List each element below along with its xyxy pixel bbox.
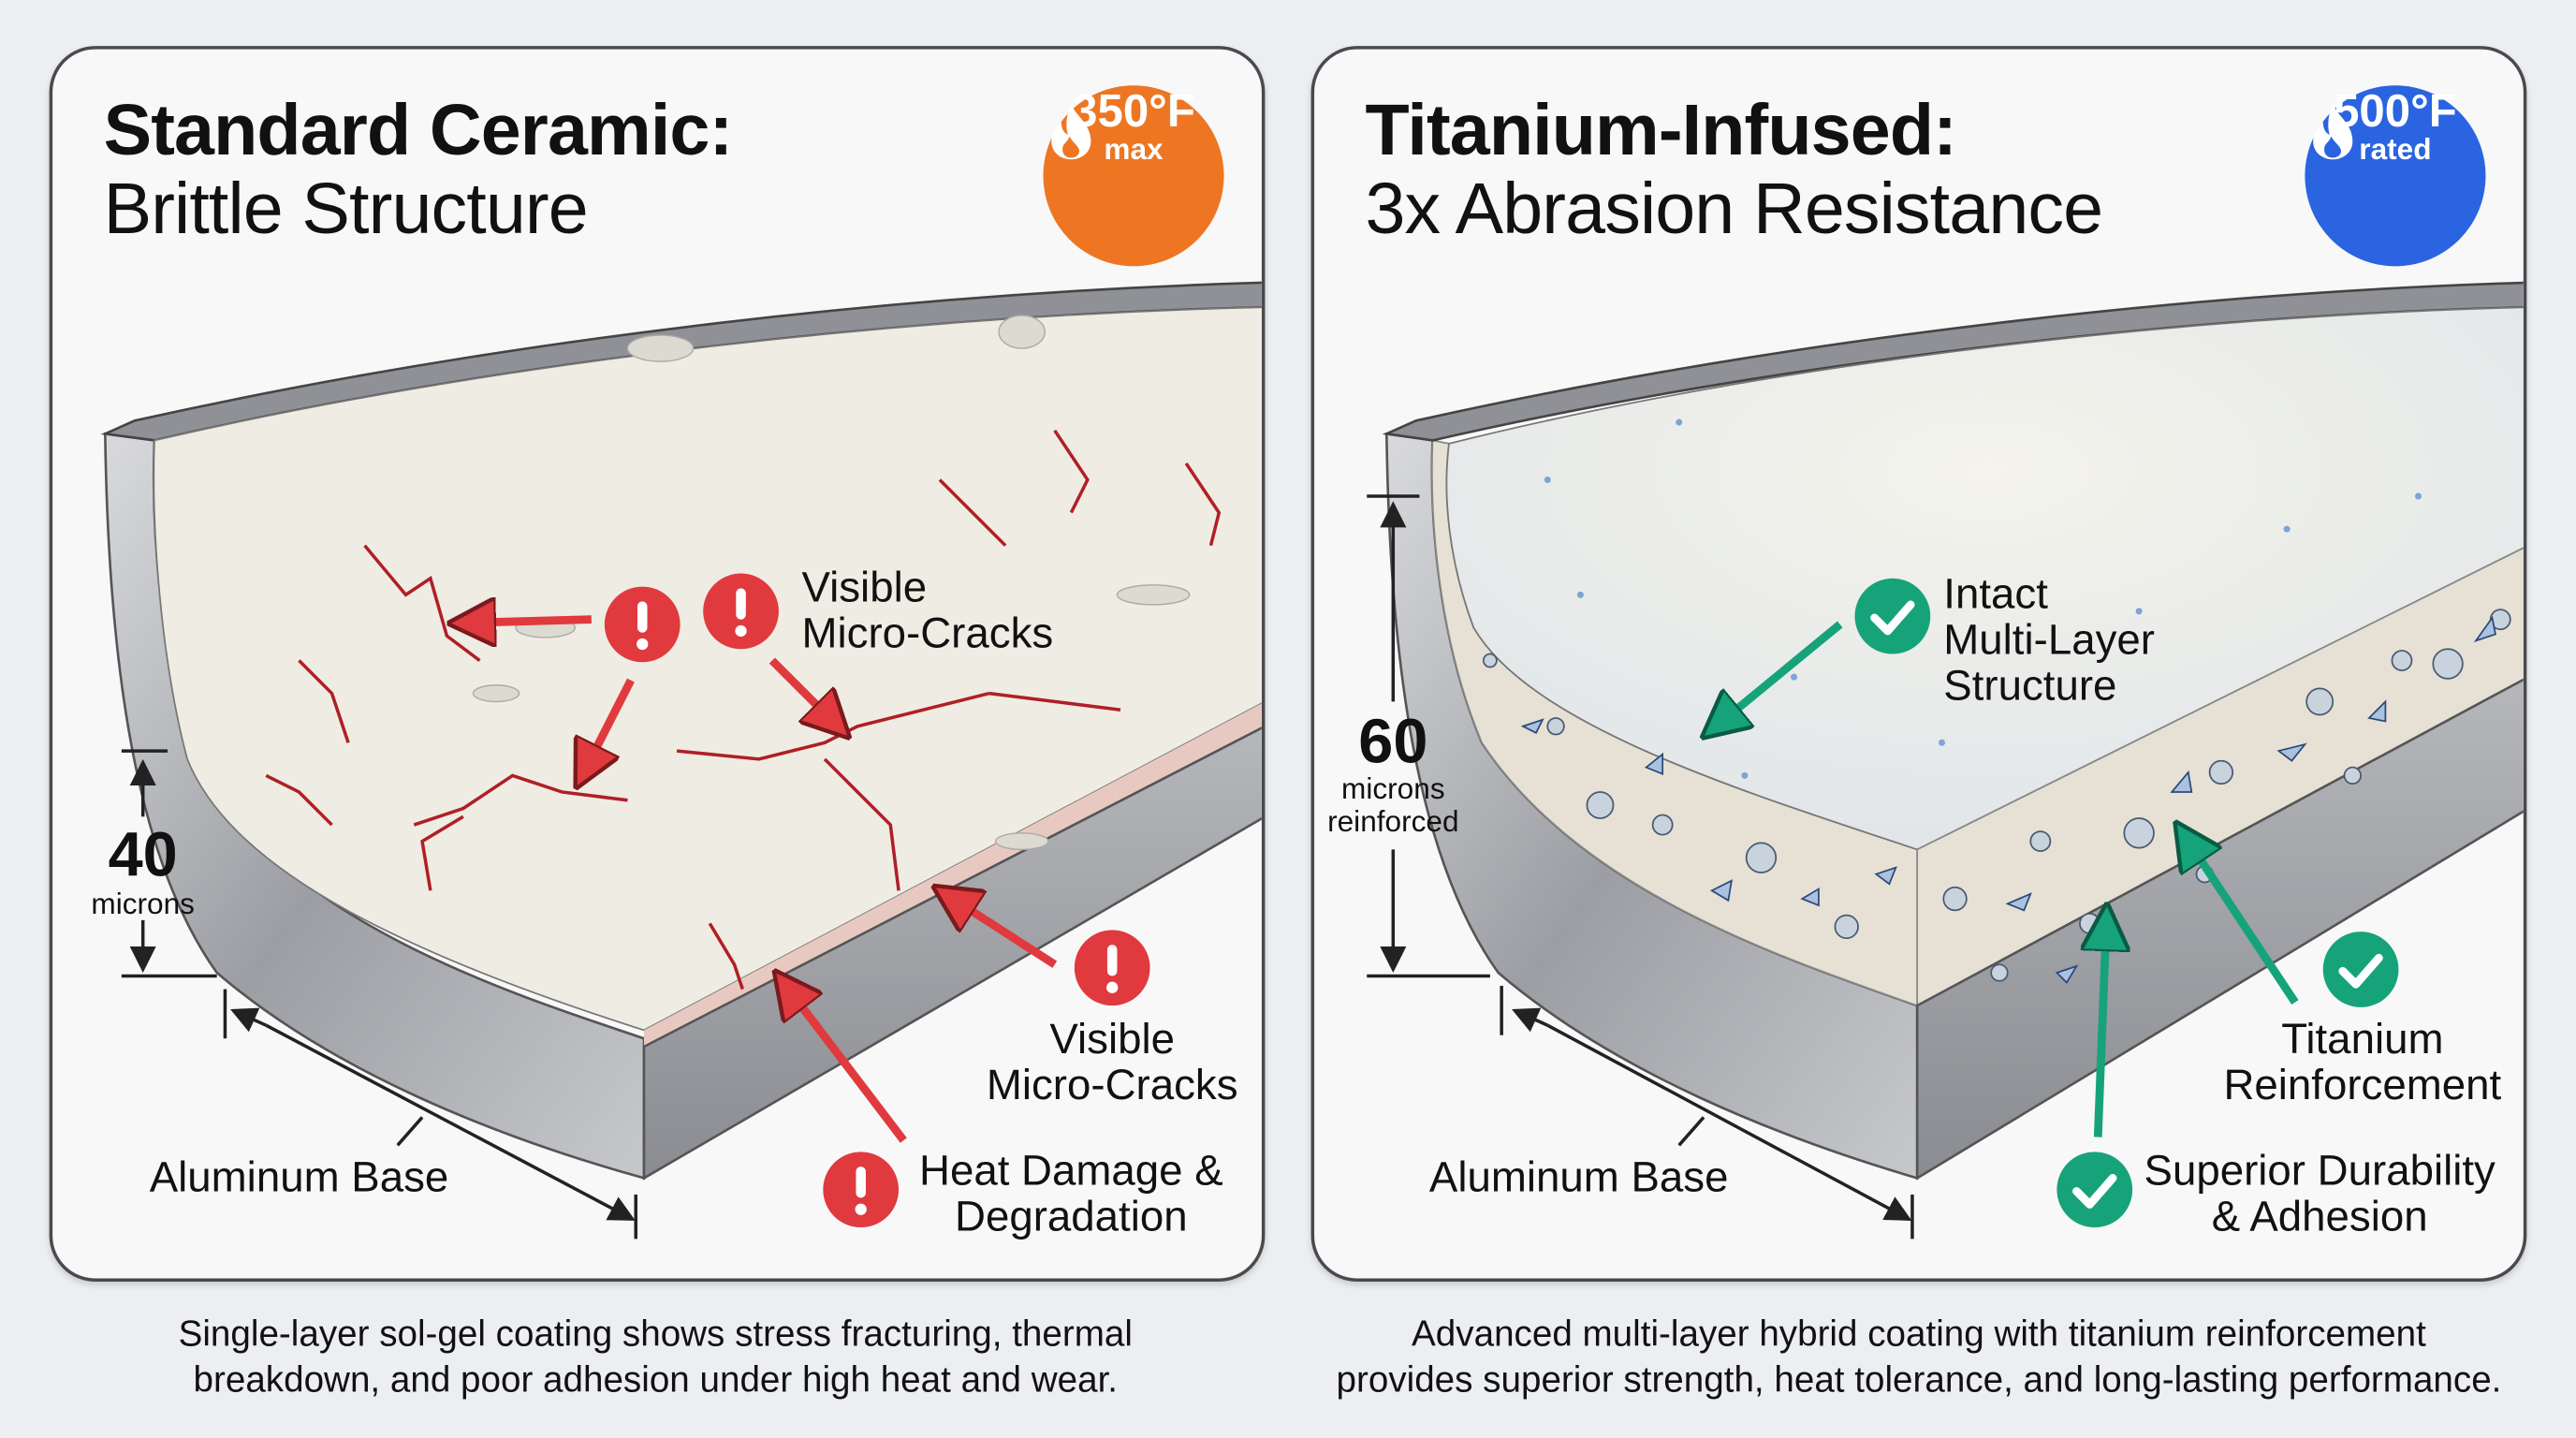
callout-line: Intact	[1943, 568, 2048, 618]
rated-temperature-badge: 500°F rated	[2305, 85, 2486, 267]
standard-ceramic-panel: Standard Ceramic: Brittle Structure 350°…	[49, 46, 1266, 1282]
max-temperature-badge: 350°F max	[1043, 85, 1224, 267]
callout-line: Heat Damage &	[918, 1145, 1223, 1195]
ceramic-pan-illustration	[100, 281, 1262, 1240]
title-line-1: Titanium-Infused:	[1365, 90, 1956, 171]
right-caption: Advanced multi-layer hybrid coating with…	[1337, 1312, 2502, 1403]
badge-subtext: rated	[2359, 133, 2432, 167]
caption-line: breakdown, and poor adhesion under high …	[193, 1358, 1119, 1401]
flame-icon	[2313, 103, 2353, 160]
check-icon	[1854, 578, 1931, 654]
flame-icon	[1051, 103, 1091, 160]
thickness-value: 60	[1358, 708, 1428, 778]
title-line-2: 3x Abrasion Resistance	[1365, 169, 2103, 250]
thickness-unit-line: microns	[1341, 771, 1445, 805]
callout-heat-damage: Heat Damage & Degradation	[919, 1147, 1223, 1239]
callout-line: Visible	[1049, 1013, 1175, 1064]
callout-line: Micro-Cracks	[986, 1060, 1238, 1109]
callout-micro-cracks-top: Visible Micro-Cracks	[801, 564, 1053, 655]
check-icon	[2322, 932, 2399, 1007]
title-line-2: Brittle Structure	[103, 169, 589, 250]
badge-temperature: 500°F	[2334, 85, 2457, 137]
callout-line: Micro-Cracks	[801, 608, 1054, 658]
left-caption: Single-layer sol-gel coating shows stres…	[179, 1312, 1133, 1403]
callout-line: & Adhesion	[2211, 1191, 2428, 1241]
thickness-value: 40	[108, 821, 178, 891]
titanium-pan-illustration	[1367, 281, 2524, 1240]
thickness-unit-line: reinforced	[1327, 804, 1459, 839]
callout-micro-cracks-edge: Visible Micro-Cracks	[987, 1016, 1238, 1108]
panel-title: Standard Ceramic: Brittle Structure	[103, 90, 734, 250]
thickness-unit: microns	[91, 887, 195, 920]
warning-icon	[823, 1152, 900, 1228]
callout-line: Reinforcement	[2223, 1060, 2502, 1109]
callout-line: Structure	[1943, 660, 2117, 711]
callout-durability: Superior Durability & Adhesion	[2144, 1147, 2496, 1239]
aluminum-base-label: Aluminum Base	[149, 1152, 449, 1201]
thickness-unit: microns reinforced	[1327, 772, 1458, 838]
caption-line: Single-layer sol-gel coating shows stres…	[178, 1313, 1133, 1355]
callout-line: Multi-Layer	[1943, 614, 2155, 665]
callout-intact-structure: Intact Multi-Layer Structure	[1943, 570, 2155, 708]
callout-line: Titanium	[2281, 1013, 2444, 1064]
callout-line: Degradation	[955, 1191, 1188, 1241]
callout-line: Visible	[801, 562, 928, 611]
warning-icon	[703, 573, 779, 650]
aluminum-base-label: Aluminum Base	[1428, 1152, 1729, 1201]
badge-subtext: max	[1104, 133, 1164, 167]
callout-titanium-reinforcement: Titanium Reinforcement	[2223, 1016, 2501, 1108]
check-icon	[2056, 1152, 2133, 1228]
panel-title: Titanium-Infused: 3x Abrasion Resistance	[1365, 90, 2103, 250]
warning-icon	[604, 586, 681, 663]
titanium-infused-panel: Titanium-Infused: 3x Abrasion Resistance…	[1310, 46, 2527, 1282]
callout-line: Superior Durability	[2144, 1145, 2496, 1195]
caption-line: Advanced multi-layer hybrid coating with…	[1412, 1313, 2426, 1355]
badge-temperature: 350°F	[1072, 85, 1195, 137]
title-line-1: Standard Ceramic:	[103, 90, 734, 171]
warning-icon	[1074, 930, 1150, 1006]
caption-line: provides superior strength, heat toleran…	[1336, 1358, 2502, 1401]
